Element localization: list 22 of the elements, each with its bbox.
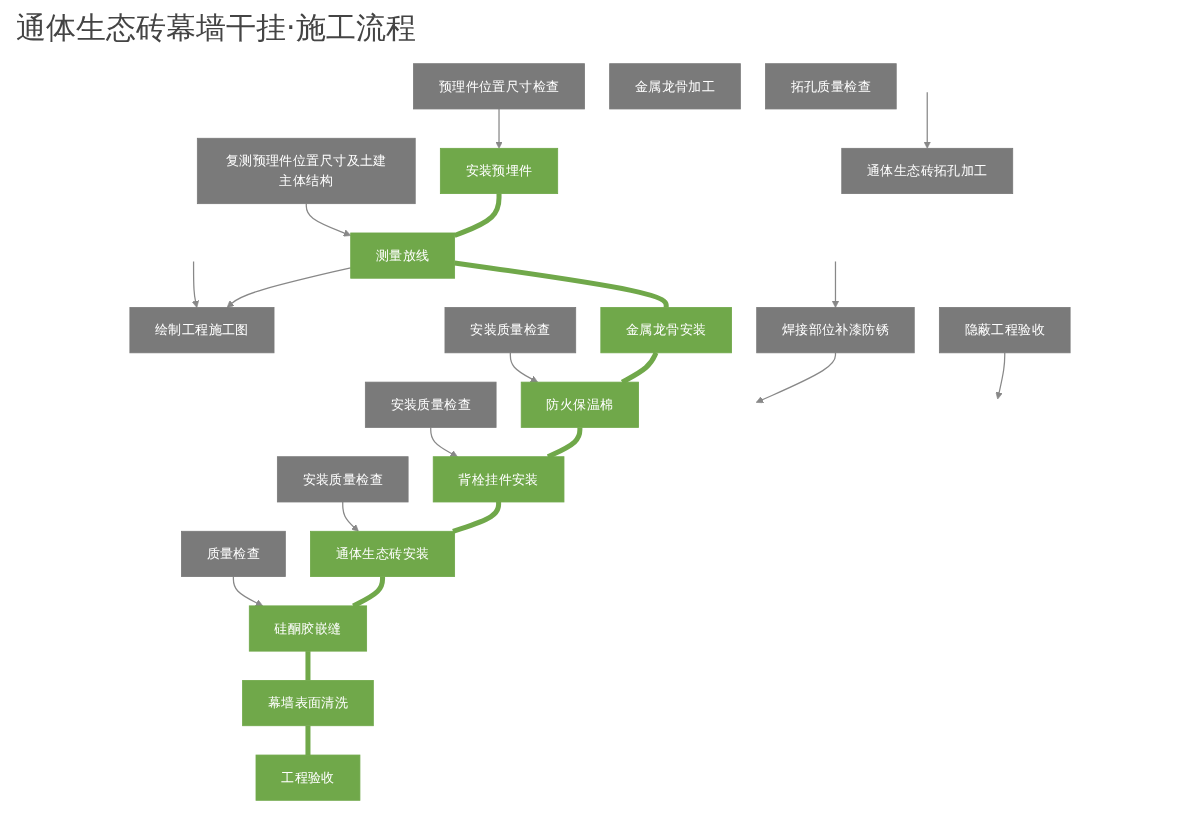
process-box: 绘制工程施工图	[129, 307, 275, 354]
diagram-title: 通体生态砖幕墙干挂·施工流程	[16, 9, 417, 47]
process-box: 质量检查	[181, 530, 286, 577]
process-box: 安装质量检查	[364, 381, 497, 428]
process-box: 安装质量检查	[276, 456, 409, 503]
process-box: 隐蔽工程验收	[938, 307, 1071, 354]
process-box: 拓孔质量检查	[765, 63, 897, 110]
process-box: 复测预理件位置尺寸及土建主体结构	[196, 137, 416, 205]
process-box: 预理件位置尺寸检查	[413, 63, 585, 110]
process-box: 背栓挂件安装	[432, 456, 565, 503]
process-box: 金属龙骨安装	[600, 307, 732, 354]
process-box: 测量放线	[350, 232, 456, 279]
process-box: 硅酮胶嵌缝	[248, 605, 368, 652]
process-box: 焊接部位补漆防锈	[756, 307, 915, 354]
process-box: 安装预埋件	[439, 147, 559, 194]
process-box: 通体生态砖安装	[310, 530, 456, 577]
process-box: 通体生态砖拓孔加工	[841, 147, 1014, 194]
process-box: 安装质量检查	[444, 307, 577, 354]
process-box: 防火保温棉	[520, 381, 639, 428]
process-box: 幕墙表面清洗	[242, 680, 374, 727]
process-box: 金属龙骨加工	[609, 63, 741, 110]
process-box: 工程验收	[255, 754, 361, 801]
